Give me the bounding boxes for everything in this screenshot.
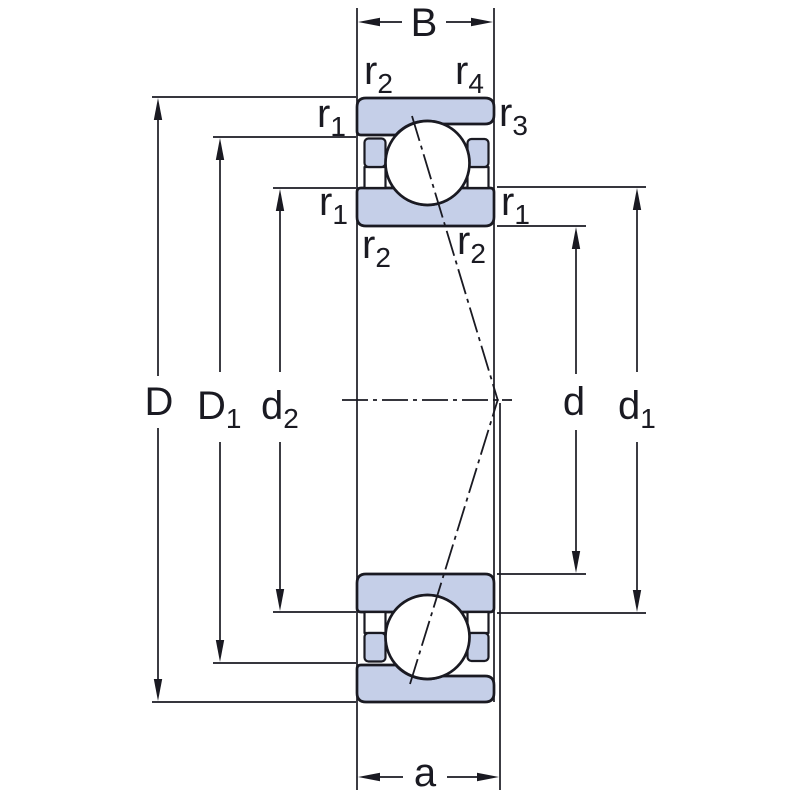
top-bearing-section — [355, 96, 496, 228]
arrowhead-d-top — [571, 227, 581, 249]
arrowhead-B-right — [471, 17, 493, 27]
arrowhead-B-left — [358, 17, 380, 27]
ball-bottom — [384, 593, 471, 681]
cage-right-top-lower — [466, 165, 490, 190]
cage-left-top-lower — [363, 165, 387, 190]
arrowhead-D-top — [153, 98, 163, 120]
arrowhead-D1-bottom — [215, 640, 225, 662]
arrowhead-a-right — [477, 772, 499, 782]
cage-right-bottom-upper — [466, 610, 490, 635]
label-a: a — [414, 751, 437, 795]
label-r3-outer-right: r3 — [499, 91, 528, 141]
dimension-a: a — [358, 751, 499, 795]
arrowhead-a-left — [358, 772, 380, 782]
arrowhead-d-bottom — [571, 551, 581, 573]
label-d1: d1 — [618, 384, 656, 434]
dimension-d: d — [563, 227, 585, 573]
cage-left-bottom — [363, 631, 387, 663]
label-B: B — [411, 1, 438, 45]
center-lines — [342, 115, 512, 685]
arrowhead-D-bottom — [153, 679, 163, 701]
arrowhead-D1-top — [215, 138, 225, 160]
arrowhead-d1-top — [632, 188, 642, 210]
contact-angle-line-top — [411, 115, 499, 402]
dimension-D1: D1 — [197, 138, 241, 662]
label-d2: d2 — [261, 384, 299, 434]
label-r2-inner-right: r2 — [457, 219, 486, 269]
label-r2-inner-left: r2 — [362, 223, 391, 273]
label-r1-inner-right: r1 — [501, 180, 530, 230]
label-D: D — [145, 380, 174, 424]
contact-angle-line-bottom — [409, 398, 499, 685]
ball-top — [384, 119, 471, 207]
arrowhead-d2-top — [275, 189, 285, 211]
label-d: d — [563, 380, 585, 424]
extension-lines — [152, 96, 646, 703]
dimension-D: D — [145, 98, 174, 701]
label-r1-inner-left: r1 — [319, 180, 348, 230]
outer-ring-bottom — [355, 663, 496, 704]
label-r4-top-right: r4 — [455, 49, 484, 99]
label-D1: D1 — [197, 384, 241, 434]
bottom-bearing-section — [355, 572, 496, 704]
arrowhead-d2-bottom — [275, 589, 285, 611]
cage-left-top — [363, 137, 387, 169]
dimension-d1: d1 — [618, 188, 656, 612]
cage-left-bottom-upper — [363, 610, 387, 635]
label-r1-outer-left: r1 — [317, 92, 346, 142]
radius-labels: r2 r4 r1 r3 r1 r1 r2 r2 — [317, 49, 530, 273]
label-r2-top-left: r2 — [364, 49, 393, 99]
outer-ring-top — [355, 96, 496, 137]
dimension-d2: d2 — [261, 189, 299, 611]
dimension-B: B — [358, 1, 493, 45]
arrowhead-d1-bottom — [632, 590, 642, 612]
